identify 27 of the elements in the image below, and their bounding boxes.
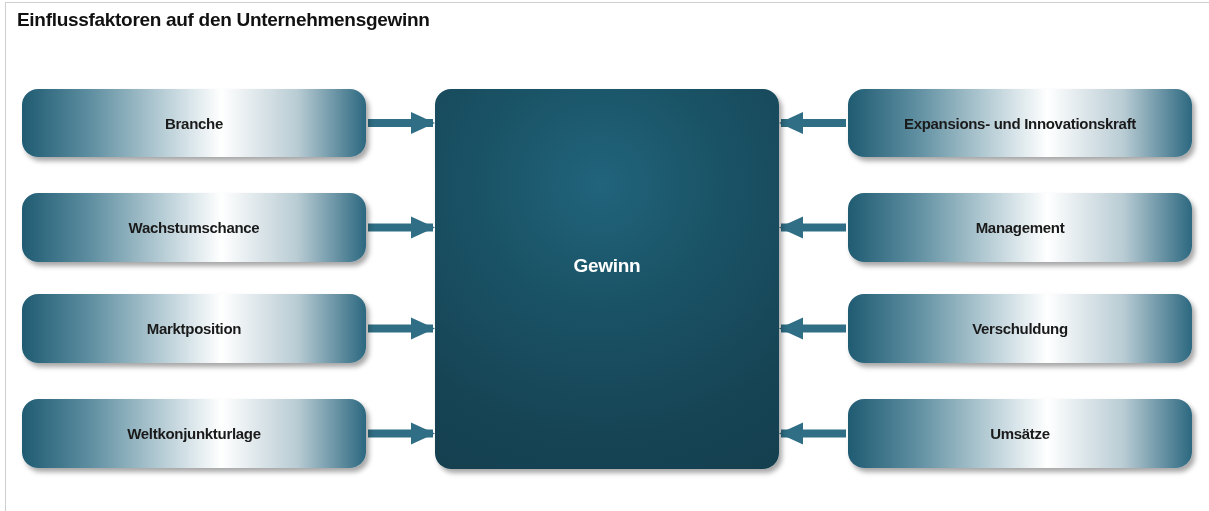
central-box [435, 89, 779, 469]
factor-box [848, 89, 1192, 157]
diagram-title: Einflussfaktoren auf den Unternehmensgewinn [17, 9, 430, 31]
node-label: Weltkonjunkturlage [127, 425, 261, 442]
arrow [368, 112, 435, 134]
node-label: Expansions- und Innovationskraft [903, 114, 1137, 132]
arrow [368, 216, 435, 239]
arrow [779, 112, 846, 134]
arrow [779, 216, 846, 239]
factor-box [848, 399, 1192, 468]
node-label: Verschuldung [972, 320, 1068, 337]
node-label: Marktposition [146, 320, 242, 337]
arrow [368, 317, 435, 340]
arrow [779, 317, 846, 340]
node-label: Management [975, 219, 1065, 236]
node-label: Umsätze [990, 425, 1050, 442]
node-label: Gewinn [573, 255, 641, 277]
arrow [368, 422, 435, 445]
node-label: Branche [165, 114, 223, 132]
factor-box [22, 89, 366, 157]
factor-box [848, 193, 1192, 262]
factor-box [22, 399, 366, 468]
node-label: Wachstumschance [128, 219, 260, 236]
factor-box [22, 294, 366, 363]
factor-box [848, 294, 1192, 363]
arrow [779, 422, 846, 445]
factor-box [22, 193, 366, 262]
